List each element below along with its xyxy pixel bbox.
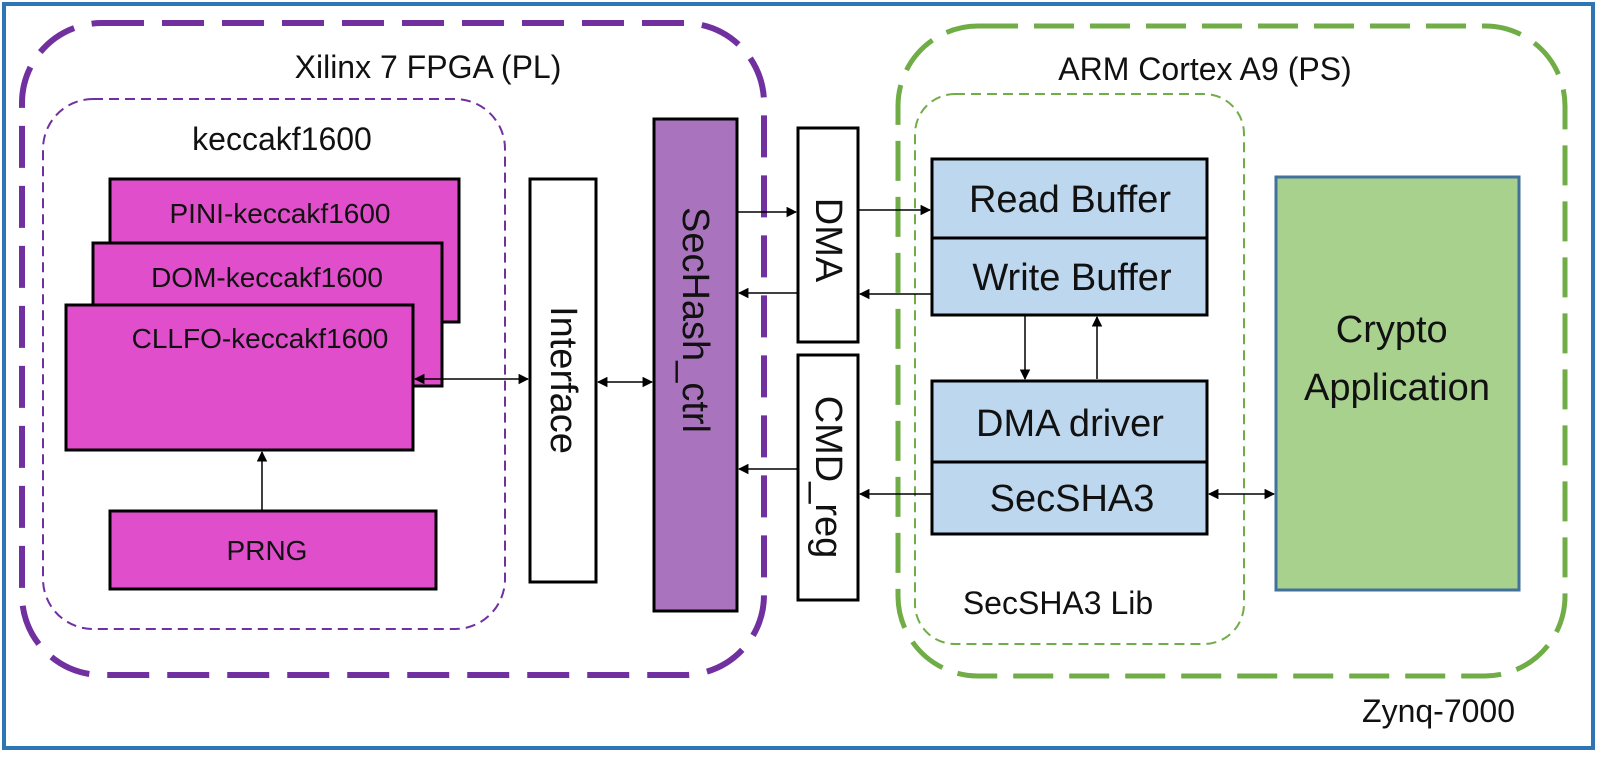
keccak-group-border xyxy=(42,98,506,630)
crypto-app-label-line1: Crypto xyxy=(1336,309,1448,351)
dma-block: DMA xyxy=(796,126,860,344)
cmd-reg-label: CMD_reg xyxy=(807,396,849,559)
crypto-app-label-line2: Application xyxy=(1304,367,1490,409)
ps-title: ARM Cortex A9 (PS) xyxy=(1058,51,1351,87)
read-buffer-block: Read Buffer xyxy=(930,157,1209,240)
secsha3-block: SecSHA3 xyxy=(930,460,1209,536)
zynq-frame xyxy=(2,2,1595,750)
lib-region-border xyxy=(914,93,1245,645)
sechash-ctrl-block: SecHash_ctrl xyxy=(652,117,739,613)
sechash-ctrl-label: SecHash_ctrl xyxy=(674,207,716,433)
read-buffer-label: Read Buffer xyxy=(969,179,1171,221)
cmd-reg-block: CMD_reg xyxy=(796,353,860,602)
keccak-variant-label: PINI-keccakf1600 xyxy=(170,198,391,229)
keccak-group-label: keccakf1600 xyxy=(192,121,372,157)
write-buffer-label: Write Buffer xyxy=(972,257,1172,299)
ps-region-border xyxy=(895,23,1568,679)
keccak-variant-label: CLLFO-keccakf1600 xyxy=(132,323,389,354)
lib-label: SecSHA3 Lib xyxy=(963,585,1153,621)
dma-driver-label: DMA driver xyxy=(976,403,1164,445)
dma-label: DMA xyxy=(807,198,849,283)
keccak-variant-label: DOM-keccakf1600 xyxy=(151,262,383,293)
crypto-app-label: Crypto Application xyxy=(1304,309,1490,409)
interface-label: Interface xyxy=(542,306,584,454)
dma-driver-block: DMA driver xyxy=(930,379,1209,464)
keccak-variant-cllfo: CLLFO-keccakf1600 xyxy=(64,303,415,452)
prng-block: PRNG xyxy=(108,509,438,591)
prng-label: PRNG xyxy=(227,535,308,566)
interface-block: Interface xyxy=(528,177,598,584)
write-buffer-block: Write Buffer xyxy=(930,236,1209,317)
secsha3-label: SecSHA3 xyxy=(990,478,1155,520)
crypto-app-block: Crypto Application xyxy=(1274,175,1521,592)
pl-title: Xilinx 7 FPGA (PL) xyxy=(295,49,562,85)
chip-label: Zynq-7000 xyxy=(1362,693,1515,729)
